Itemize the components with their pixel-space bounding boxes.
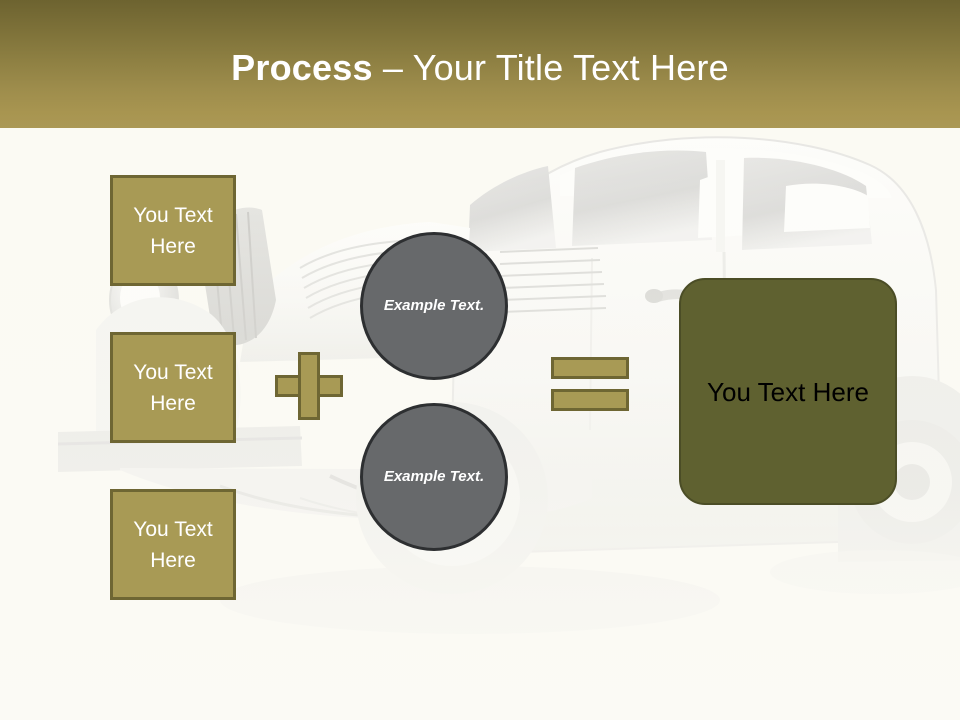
input-box-3-label: You Text Here bbox=[133, 517, 213, 572]
result-box-label: You Text Here bbox=[707, 376, 869, 407]
input-box-3[interactable]: You Text Here bbox=[110, 489, 236, 600]
input-box-1[interactable]: You Text Here bbox=[110, 175, 236, 286]
input-box-2-label: You Text Here bbox=[133, 360, 213, 415]
example-bubble-1[interactable]: Example Text. bbox=[360, 232, 508, 380]
result-box[interactable]: You Text Here bbox=[679, 278, 897, 505]
plus-icon-center-patch bbox=[301, 378, 317, 394]
page-title-rest: Your Title Text Here bbox=[412, 47, 729, 88]
equals-icon bbox=[551, 357, 629, 411]
example-bubble-2[interactable]: Example Text. bbox=[360, 403, 508, 551]
page-title-separator: – bbox=[372, 47, 413, 88]
equals-icon-bottom-bar bbox=[551, 389, 629, 411]
input-box-1-label: You Text Here bbox=[133, 203, 213, 258]
page-title: Process – Your Title Text Here bbox=[0, 46, 960, 90]
plus-icon bbox=[275, 352, 343, 420]
example-bubble-2-label: Example Text. bbox=[383, 468, 485, 485]
title-banner: Process – Your Title Text Here bbox=[0, 0, 960, 128]
example-bubble-1-label: Example Text. bbox=[383, 297, 485, 314]
page-title-bold: Process bbox=[231, 47, 373, 88]
equals-icon-top-bar bbox=[551, 357, 629, 379]
input-box-2[interactable]: You Text Here bbox=[110, 332, 236, 443]
